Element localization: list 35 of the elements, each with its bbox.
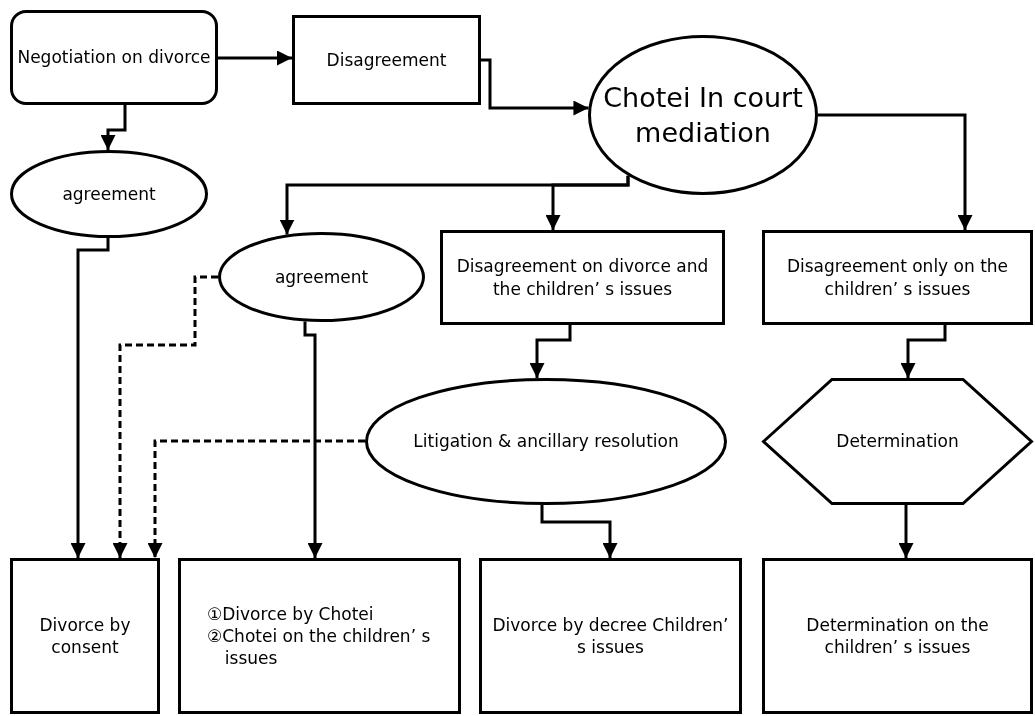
arrow: [818, 113, 973, 230]
arrow: [481, 58, 589, 116]
node-label: Determination on the children’ s issues: [805, 613, 990, 659]
process-box: [10, 558, 160, 714]
node-label: Disagreement only on the children’ s issues: [785, 255, 1010, 300]
dashed-arrow: [112, 275, 218, 558]
arrow: [100, 105, 127, 150]
node-label: ①Divorce by Chotei: [207, 602, 374, 625]
process-box: [178, 558, 461, 714]
node-label: Litigation & ancillary resolution: [413, 430, 679, 453]
process-box: [479, 558, 742, 714]
process-box: [762, 558, 1033, 714]
node-label: Determination: [836, 430, 959, 453]
arrow: [545, 175, 630, 230]
node-label: agreement: [62, 182, 156, 206]
node-label: ②Chotei on the children’ s issues: [207, 624, 432, 670]
process-box: [440, 230, 725, 325]
node-label: Negotiation on divorce: [17, 46, 211, 69]
process-box: [762, 230, 1033, 325]
arrow: [540, 505, 618, 558]
arrow: [303, 321, 323, 558]
node-label: Disagreement on divorce and the children’ s issues: [455, 255, 710, 300]
node-label: Divorce by consent: [38, 613, 132, 659]
node-label: Disagreement: [326, 48, 447, 72]
arrow: [218, 50, 292, 66]
node-label: agreement: [274, 265, 369, 289]
arrow: [70, 238, 110, 558]
node-label: Chotei In court mediation: [602, 80, 804, 150]
arrow: [900, 325, 947, 378]
process-box: [292, 15, 481, 105]
start-box: [10, 10, 218, 105]
arrow: [898, 505, 914, 558]
node-label: Divorce by decree Children’ s issues: [491, 613, 730, 659]
dashed-arrow: [147, 439, 365, 558]
arrow: [529, 325, 572, 379]
